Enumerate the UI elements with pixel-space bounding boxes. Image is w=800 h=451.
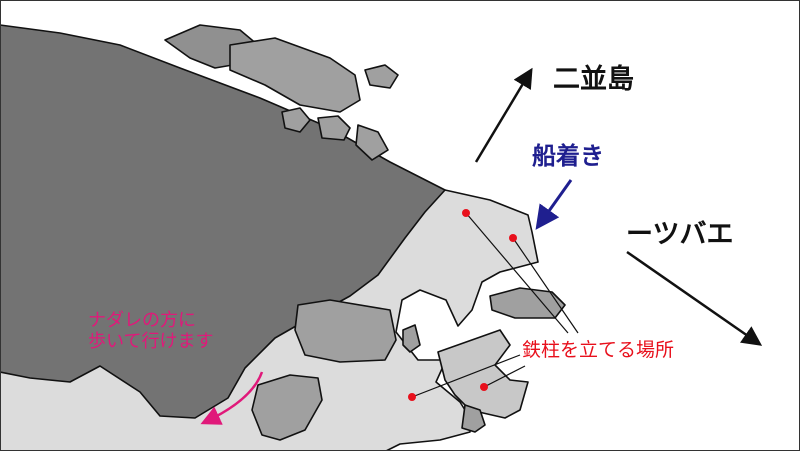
island xyxy=(364,64,399,89)
pylon-dot xyxy=(480,383,488,391)
rock xyxy=(251,374,323,441)
arrow-hitotsubae xyxy=(626,250,763,346)
label-nadare-line1: ナダレの方に xyxy=(88,310,196,331)
pylon-dot xyxy=(509,234,517,242)
arrow-funatsuki xyxy=(535,179,573,230)
island xyxy=(229,37,361,113)
label-hitotsubae: ーツバエ xyxy=(626,219,734,250)
arrow-futanami xyxy=(474,67,533,163)
island xyxy=(317,115,351,141)
label-pylon-sites: 鉄柱を立てる場所 xyxy=(522,339,675,361)
arrow-nadare xyxy=(200,371,264,425)
label-funatsuki: 船着き xyxy=(532,142,604,170)
leader-lines xyxy=(411,212,579,398)
pylon-dot xyxy=(408,393,416,401)
label-futanami: 二並島 xyxy=(553,64,634,95)
rock xyxy=(461,404,486,433)
label-nadare: ナダレの方に 歩いて行けます xyxy=(88,310,214,352)
rock xyxy=(294,299,397,363)
label-nadare-line2: 歩いて行けます xyxy=(88,330,214,352)
pylon-dot xyxy=(462,209,470,217)
pylon-sites xyxy=(408,209,517,401)
rock xyxy=(402,324,421,353)
rock xyxy=(489,287,566,319)
island xyxy=(281,107,311,133)
island xyxy=(355,124,389,161)
rock xyxy=(437,329,529,419)
